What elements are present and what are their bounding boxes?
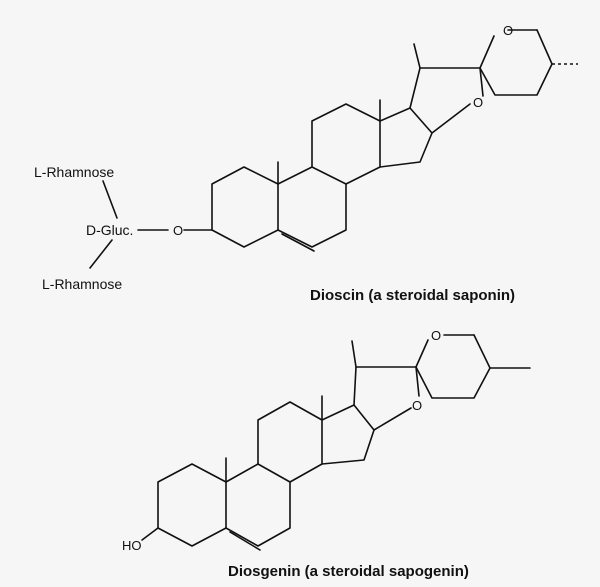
dioscin-ring-a bbox=[211, 166, 279, 248]
dioscin-ring-f bbox=[479, 35, 495, 69]
diosgenin-ring-d bbox=[321, 404, 375, 465]
dioscin-sugar-rhamnose-bottom: L-Rhamnose bbox=[42, 276, 122, 292]
diosgenin-structure: HO O O Diosgenin (a steroidal sapogenin) bbox=[122, 328, 531, 580]
diosgenin-hydroxyl: HO bbox=[122, 538, 142, 553]
dioscin-ring-b bbox=[277, 166, 347, 248]
dioscin-ring-c bbox=[311, 103, 381, 185]
dioscin-ring-e bbox=[409, 67, 484, 109]
dioscin-structure: O O O L-Rhamnose D-Gluc. L-Rhamnose Dios… bbox=[34, 23, 578, 304]
diosgenin-ring-a bbox=[157, 463, 227, 547]
diosgenin-methyl-c20 bbox=[351, 340, 357, 368]
diosgenin-ring-f bbox=[415, 339, 429, 368]
diosgenin-caption: Diosgenin (a steroidal sapogenin) bbox=[228, 563, 469, 580]
dioscin-ring-d bbox=[379, 107, 433, 168]
diosgenin-pyran-oxygen: O bbox=[431, 328, 441, 343]
diosgenin-ring-b bbox=[225, 463, 291, 547]
diosgenin-ring-e bbox=[353, 366, 420, 406]
dioscin-caption: Dioscin (a steroidal saponin) bbox=[310, 287, 515, 304]
dioscin-methyl-c20 bbox=[413, 43, 421, 69]
dioscin-sugar-glucose: D-Gluc. bbox=[86, 222, 133, 238]
diosgenin-ring-c bbox=[257, 401, 323, 483]
diosgenin-furan-oxygen: O bbox=[412, 398, 422, 413]
dioscin-link-oxygen: O bbox=[173, 223, 183, 238]
diosgenin-double-bond bbox=[229, 531, 261, 551]
dioscin-furan-oxygen: O bbox=[473, 95, 483, 110]
dioscin-sugar-rhamnose-top: L-Rhamnose bbox=[34, 164, 114, 180]
dioscin-pyran-oxygen: O bbox=[503, 23, 513, 38]
dioscin-double-bond bbox=[281, 233, 315, 252]
